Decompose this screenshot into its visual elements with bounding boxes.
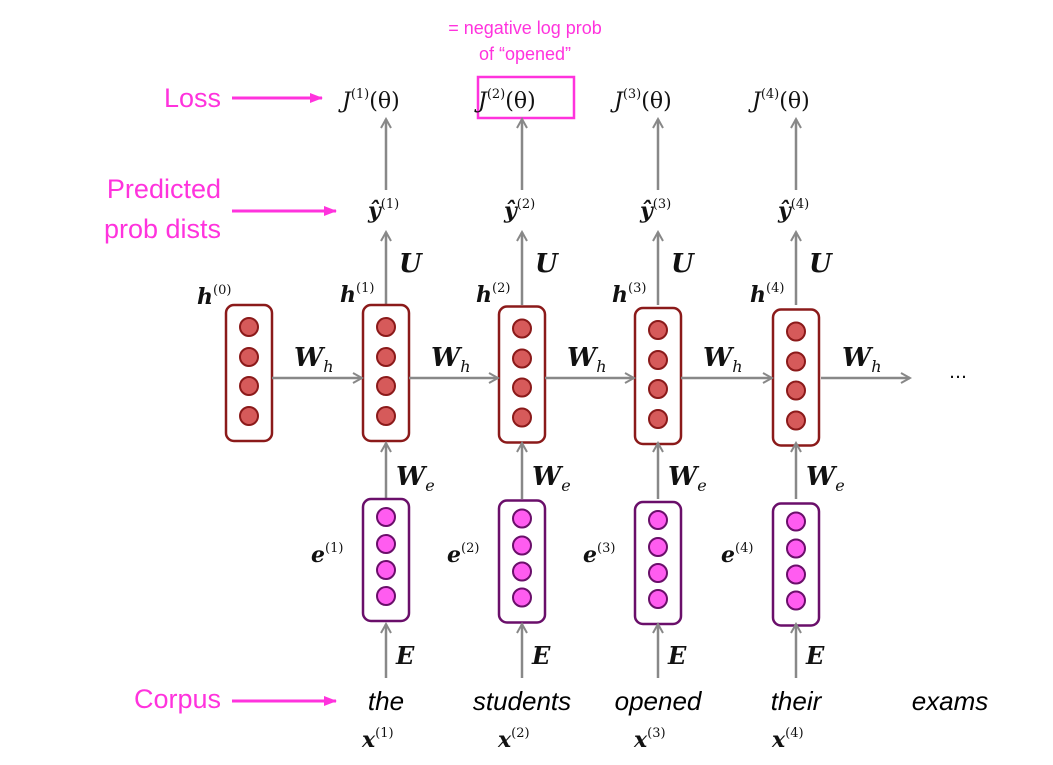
embedding-label: e(1) <box>311 541 343 568</box>
embedding-unit <box>648 589 668 609</box>
hidden-unit <box>648 320 668 340</box>
u-weight-label: U <box>399 249 423 279</box>
we-weight-label: We <box>532 462 571 495</box>
wh-weight-label: Wh <box>294 343 334 376</box>
hidden-unit <box>512 318 532 339</box>
hidden-unit <box>786 410 806 431</box>
corpus-word: their <box>771 686 823 716</box>
hidden-label: h(1) <box>340 281 374 308</box>
embedding-unit <box>786 564 806 585</box>
hidden-unit <box>376 347 396 367</box>
embedding-unit <box>786 538 806 559</box>
e-matrix-label: E <box>531 641 551 670</box>
e-matrix-label: E <box>667 641 687 670</box>
e-matrix-label: E <box>805 641 825 670</box>
hidden-unit <box>512 407 532 428</box>
corpus-label: Corpus <box>134 684 221 714</box>
hidden-unit <box>376 406 396 426</box>
hidden-unit <box>376 317 396 337</box>
embedding-label: e(3) <box>583 541 615 568</box>
predicted-label-line1: Predicted <box>107 174 221 204</box>
u-weight-label: U <box>809 249 833 279</box>
embedding-label: e(4) <box>721 541 753 568</box>
u-weight-label: U <box>671 249 695 279</box>
embedding-unit <box>376 560 396 580</box>
word-exams: exams <box>912 686 989 716</box>
corpus-word: students <box>473 686 571 716</box>
predicted-label-line2: prob dists <box>104 214 221 244</box>
h0-unit <box>239 376 259 396</box>
embedding-unit <box>376 507 396 527</box>
embedding-unit <box>512 561 532 582</box>
annotation-line2: of “opened” <box>479 44 571 64</box>
loss-term: J(1)(θ) <box>338 87 400 114</box>
corpus-word: opened <box>615 686 703 716</box>
hidden-unit <box>648 409 668 429</box>
h0-unit <box>239 406 259 426</box>
predicted-dist: ŷ(4) <box>777 197 809 224</box>
embedding-unit <box>786 511 806 532</box>
hidden-unit <box>648 379 668 399</box>
embedding-unit <box>786 590 806 611</box>
embedding-label: e(2) <box>447 541 479 568</box>
hidden-unit <box>786 321 806 342</box>
loss-label: Loss <box>164 83 221 113</box>
loss-term: J(4)(θ) <box>748 87 810 114</box>
h0-unit <box>239 347 259 367</box>
embedding-unit <box>648 510 668 530</box>
input-token: x(3) <box>633 726 666 753</box>
hidden-unit <box>786 351 806 372</box>
corpus-word: the <box>368 686 404 716</box>
u-weight-label: U <box>535 249 559 279</box>
hidden-label: h(2) <box>476 281 510 308</box>
ellipsis: … <box>949 362 967 383</box>
loss-term: J(2)(θ) <box>474 87 536 114</box>
predicted-dist: ŷ(2) <box>503 197 535 224</box>
embedding-unit <box>376 586 396 606</box>
loss-term: J(3)(θ) <box>610 87 672 114</box>
hidden-unit <box>648 350 668 370</box>
hidden-label: h(3) <box>612 281 646 308</box>
embedding-unit <box>512 587 532 608</box>
input-token: x(4) <box>771 726 804 753</box>
annotation-line1: = negative log prob <box>448 18 602 38</box>
we-weight-label: We <box>806 462 845 495</box>
predicted-dist: ŷ(1) <box>367 197 399 224</box>
wh-weight-label: Wh <box>431 343 471 376</box>
input-token: x(2) <box>497 726 530 753</box>
predicted-dist: ŷ(3) <box>639 197 671 224</box>
e-matrix-label: E <box>395 641 415 670</box>
embedding-unit <box>376 534 396 554</box>
embedding-unit <box>512 535 532 556</box>
h0-label: h(0) <box>197 283 231 310</box>
hidden-unit <box>376 376 396 396</box>
wh-weight-label: Wh <box>567 343 607 376</box>
embedding-unit <box>512 508 532 529</box>
embedding-unit <box>648 537 668 557</box>
hidden-label: h(4) <box>750 281 784 308</box>
wh-weight-label: Wh <box>703 343 743 376</box>
h0-unit <box>239 317 259 337</box>
input-token: x(1) <box>361 726 394 753</box>
we-weight-label: We <box>668 462 707 495</box>
hidden-state-h0: h(0) <box>197 283 274 443</box>
hidden-unit <box>786 380 806 401</box>
hidden-unit <box>512 377 532 398</box>
hidden-unit <box>512 348 532 369</box>
we-weight-label: We <box>396 462 435 495</box>
embedding-unit <box>648 563 668 583</box>
h0-vector-box <box>224 303 274 443</box>
wh-label-out: Wh <box>842 343 882 376</box>
